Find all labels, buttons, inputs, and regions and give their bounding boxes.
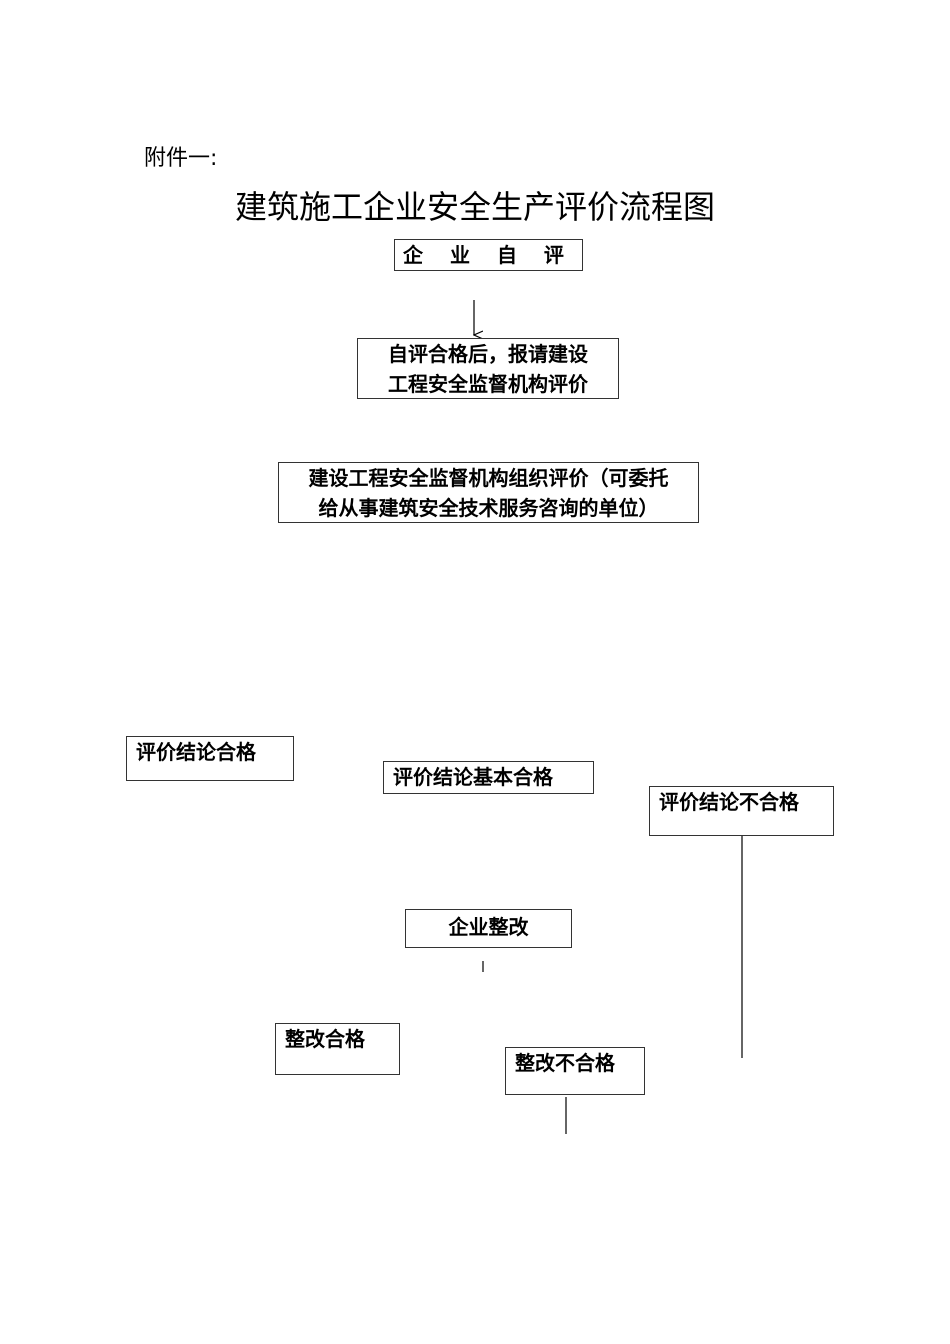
result-pass-label: 评价结论合格 xyxy=(136,740,256,764)
rectify-pass-box: 整改合格 xyxy=(275,1023,400,1075)
rectification-box: 企业整改 xyxy=(405,909,572,948)
page-title: 建筑施工企业安全生产评价流程图 xyxy=(234,188,715,226)
rectification-label: 企业整改 xyxy=(448,915,529,939)
result-fail-label: 评价结论不合格 xyxy=(659,790,799,814)
apply-evaluation-line1: 自评合格后，报请建设 xyxy=(388,342,588,366)
organize-evaluation-line2: 给从事建筑安全技术服务咨询的单位） xyxy=(318,496,659,520)
organize-evaluation-line1: 建设工程安全监督机构组织评价（可委托 xyxy=(308,466,669,490)
self-evaluation-label: 企 业 自 评 xyxy=(403,243,574,267)
rectify-fail-box: 整改不合格 xyxy=(505,1047,645,1095)
rectify-pass-label: 整改合格 xyxy=(285,1027,365,1051)
attachment-label: 附件一: xyxy=(144,146,218,171)
organize-evaluation-box: 建设工程安全监督机构组织评价（可委托 给从事建筑安全技术服务咨询的单位） xyxy=(278,462,699,523)
result-pass-box: 评价结论合格 xyxy=(126,736,294,781)
result-basic-pass-box: 评价结论基本合格 xyxy=(383,761,594,794)
apply-evaluation-box: 自评合格后，报请建设 工程安全监督机构评价 xyxy=(357,338,619,399)
result-basic-pass-label: 评价结论基本合格 xyxy=(393,765,553,789)
apply-evaluation-line2: 工程安全监督机构评价 xyxy=(388,372,588,396)
self-evaluation-box: 企 业 自 评 xyxy=(394,239,583,271)
result-fail-box: 评价结论不合格 xyxy=(649,786,834,836)
rectify-fail-label: 整改不合格 xyxy=(515,1051,615,1075)
